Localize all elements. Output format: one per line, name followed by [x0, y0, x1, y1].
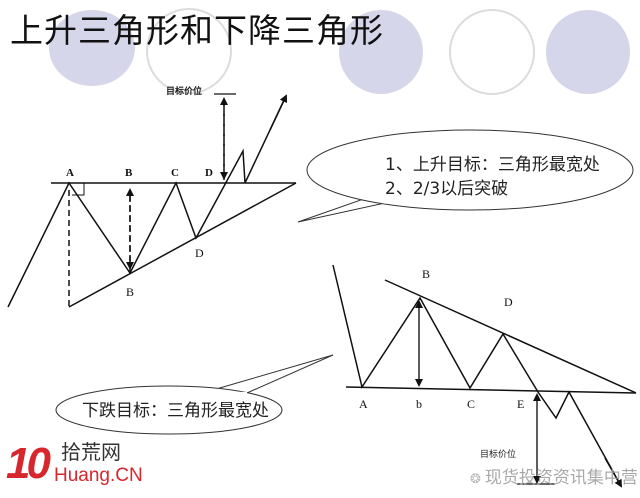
decorative-circle-1	[49, 10, 135, 86]
upper-callout-line2: 2、2/3以后突破	[385, 179, 508, 199]
support-line	[68, 182, 297, 308]
watermark: ❂现货投资资讯集中营	[470, 463, 638, 488]
decorative-circle-2	[146, 8, 232, 94]
decorative-circle-5	[546, 10, 630, 94]
logo-english: Huang.CN	[54, 465, 143, 486]
right-angle-marker	[72, 182, 85, 196]
target-price-label: 目标价位	[480, 448, 516, 460]
page-title: 上升三角形和下降三角形	[10, 11, 384, 50]
label-a: A	[66, 167, 74, 179]
descending-labels: B D A b C E 目标价位	[359, 267, 524, 460]
site-logo[interactable]: 10 拾荒网 Huang.CN	[6, 440, 156, 492]
ascending-labels: A B C D B D 目标价位	[66, 85, 213, 299]
wechat-icon: ❂	[470, 472, 481, 487]
decorative-circle-3	[339, 10, 423, 94]
breakout-arrow	[269, 94, 288, 131]
resistance-line	[384, 279, 637, 394]
target-price-label: 目标价位	[166, 85, 202, 97]
label-d-bottom: D	[195, 246, 204, 260]
label-b-top: B	[422, 267, 430, 281]
descending-triangle	[332, 264, 637, 488]
price-path	[7, 95, 287, 308]
label-c: C	[467, 397, 475, 411]
decorative-circle-4	[449, 9, 535, 95]
label-b-top: B	[125, 167, 133, 179]
ascending-triangle	[7, 93, 297, 308]
label-a: A	[359, 397, 368, 411]
breakdown-arrow	[604, 457, 622, 488]
label-c: C	[171, 167, 179, 179]
label-b-lower: b	[416, 397, 422, 411]
logo-chinese: 拾荒网	[61, 440, 121, 464]
label-d-top: D	[205, 167, 213, 179]
upper-callout-line1: 1、上升目标：三角形最宽处	[385, 155, 600, 175]
price-path	[332, 264, 622, 487]
watermark-text: 现货投资资讯集中营	[484, 468, 638, 488]
logo-number: 10	[6, 439, 51, 488]
label-d-top: D	[504, 295, 513, 309]
lower-callout: 下跌目标：三角形最宽处	[55, 354, 334, 435]
upper-callout: 1、上升目标：三角形最宽处 2、2/3以后突破	[297, 129, 634, 223]
label-b-bottom: B	[126, 285, 134, 299]
lower-callout-line1: 下跌目标：三角形最宽处	[82, 401, 269, 421]
support-line	[345, 386, 637, 394]
label-e: E	[517, 397, 524, 411]
